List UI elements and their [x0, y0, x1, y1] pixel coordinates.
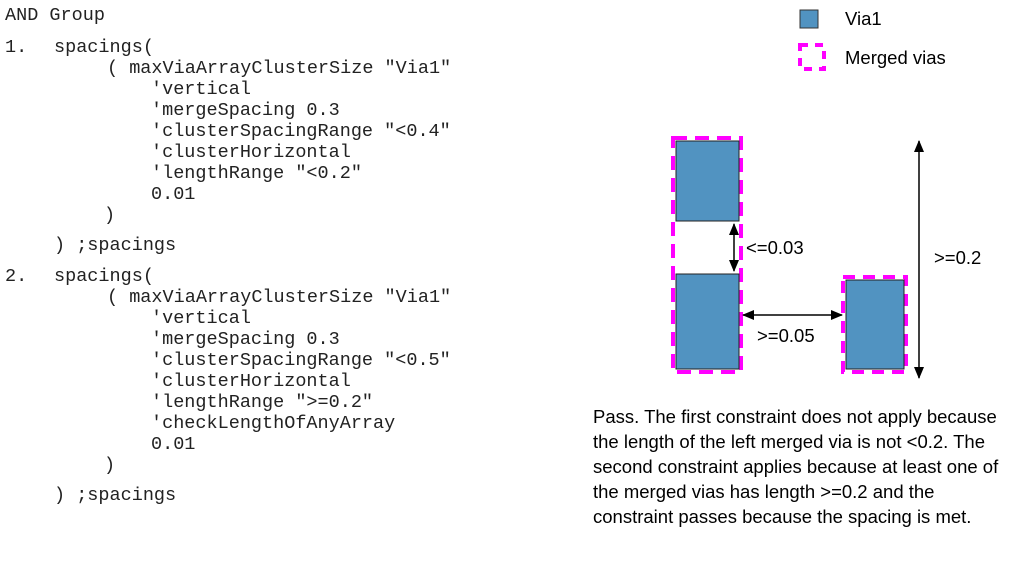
block-1-line-4: 'clusterSpacingRange "<0.4"	[151, 121, 451, 142]
legend-merged-swatch	[798, 43, 826, 71]
block-2-line-3: 'mergeSpacing 0.3	[151, 329, 340, 350]
block-2-line-1: ( maxViaArrayClusterSize "Via1"	[107, 287, 452, 308]
result-caption: Pass. The first constraint does not appl…	[593, 406, 999, 527]
block-1-line-7: 0.01	[151, 184, 196, 205]
block-1-line-5: 'clusterHorizontal	[151, 142, 351, 163]
block-1-open: spacings(	[54, 37, 154, 58]
block-1-number: 1.	[5, 37, 28, 58]
via-right	[845, 279, 905, 370]
left-merged-via-outline	[671, 136, 743, 374]
block-1-line-2: 'vertical	[151, 79, 251, 100]
block-1-close: ) ;spacings	[54, 235, 177, 256]
block-2-number: 2.	[5, 266, 28, 287]
horizontal-gap-label: >=0.05	[757, 325, 815, 346]
block-1-line-3: 'mergeSpacing 0.3	[151, 100, 340, 121]
block-2-line-9: )	[104, 455, 116, 476]
block-1-line-8: )	[104, 205, 116, 226]
via-left-top	[675, 140, 740, 222]
code-header: AND Group	[5, 5, 105, 26]
length-label: >=0.2	[934, 247, 981, 268]
via-left-bottom	[675, 273, 740, 370]
vertical-gap-label: <=0.03	[746, 237, 804, 258]
block-2-line-7: 'checkLengthOfAnyArray	[151, 413, 396, 434]
block-2-line-8: 0.01	[151, 434, 196, 455]
block-1-line-1: ( maxViaArrayClusterSize "Via1"	[107, 58, 452, 79]
block-2-line-5: 'clusterHorizontal	[151, 371, 351, 392]
legend-via-label: Via1	[845, 8, 882, 29]
right-merged-via-outline	[841, 275, 908, 374]
legend-merged-label: Merged vias	[845, 47, 946, 68]
block-2-line-6: 'lengthRange ">=0.2"	[151, 392, 374, 413]
block-1-line-6: 'lengthRange "<0.2"	[151, 163, 362, 184]
legend-via-swatch	[799, 9, 819, 29]
block-2-line-4: 'clusterSpacingRange "<0.5"	[151, 350, 451, 371]
block-2-close: ) ;spacings	[54, 485, 177, 506]
block-2-open: spacings(	[54, 266, 154, 287]
block-2-line-2: 'vertical	[151, 308, 251, 329]
